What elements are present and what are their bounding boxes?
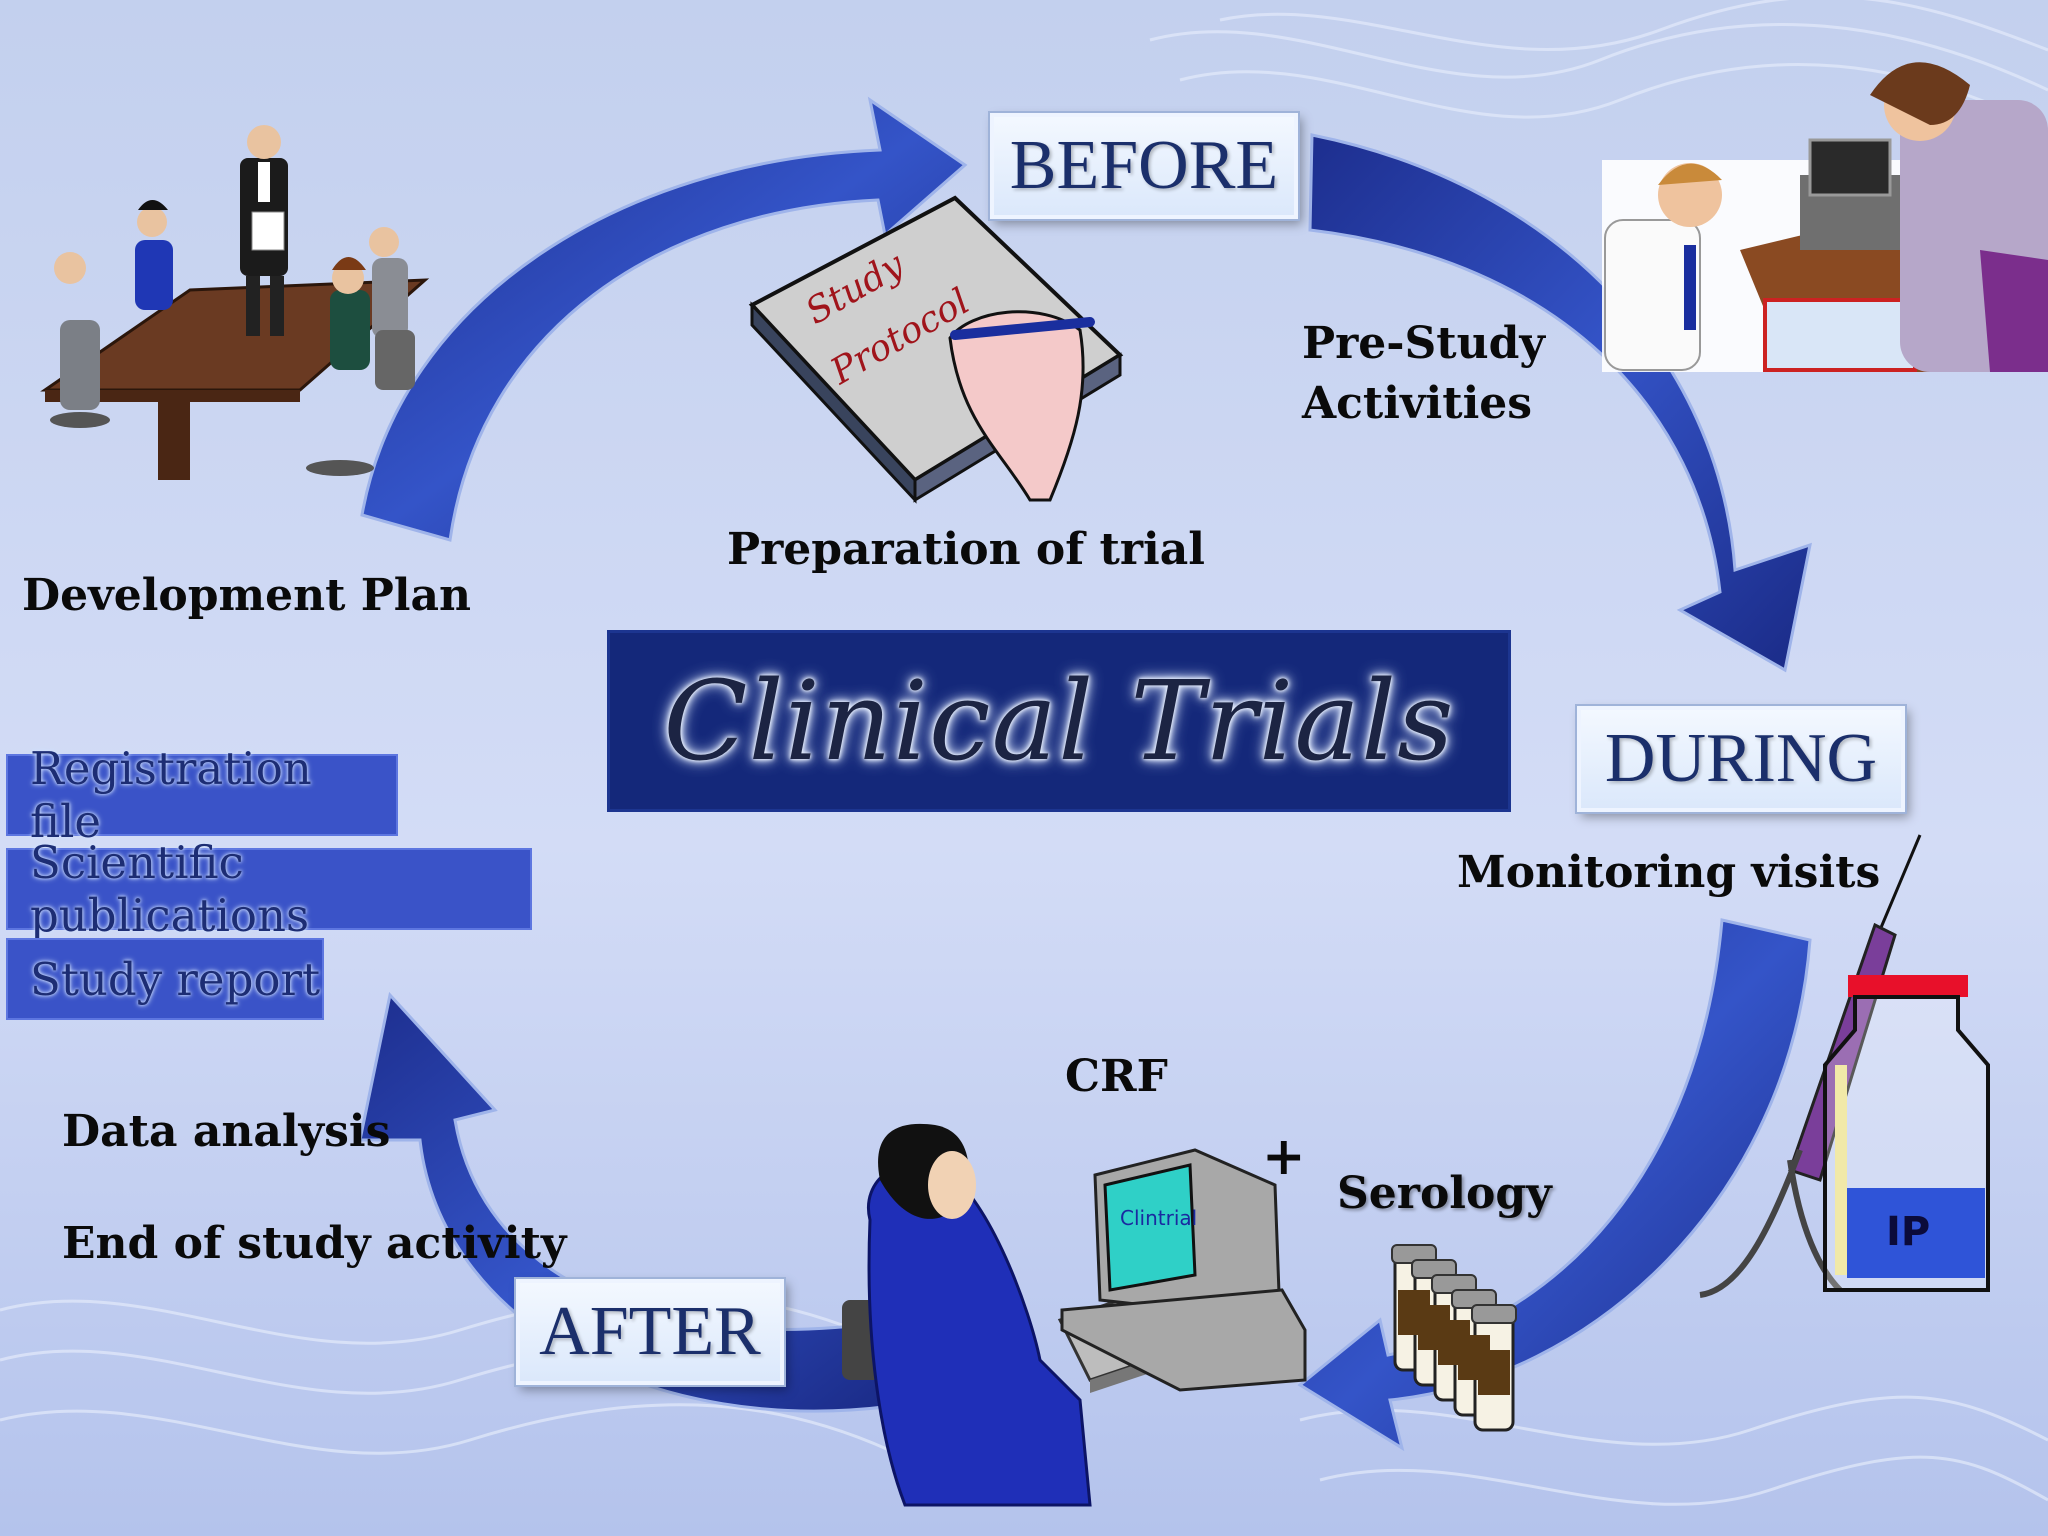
computer-user-clipart: Clintrial	[842, 1123, 1307, 1507]
output-study-report: Study report	[6, 938, 324, 1020]
arrow-before-to-during	[1308, 133, 1812, 673]
meeting-clipart	[40, 125, 430, 480]
study-protocol-clipart: Study Protocol	[748, 195, 1124, 504]
computer-screen-text: Clintrial	[1120, 1206, 1197, 1230]
label-pre-study-line2: Activities	[1302, 378, 1533, 429]
title-banner: Clinical Trials	[610, 633, 1508, 809]
label-pre-study-line1: Pre-Study	[1302, 318, 1545, 369]
title-text: Clinical Trials	[663, 657, 1455, 785]
ip-jar-label: IP	[1886, 1209, 1930, 1255]
arrow-during-to-after	[1297, 918, 1812, 1452]
output-scientific-publications: Scientific publications	[6, 836, 532, 942]
label-crf: CRF	[1065, 1051, 1168, 1102]
serology-tubes-clipart	[1391, 1244, 1517, 1432]
office-clipart	[1602, 62, 2048, 372]
label-serology: Serology	[1337, 1168, 1552, 1219]
label-development-plan: Development Plan	[22, 570, 472, 621]
label-plus: +	[1262, 1126, 1306, 1187]
label-monitoring-visits: Monitoring visits	[1457, 847, 1881, 898]
phase-before-box: BEFORE	[990, 113, 1298, 219]
arrow-plan-to-before	[360, 96, 968, 542]
output-registration-file: Registration file	[6, 742, 398, 848]
label-data-analysis: Data analysis	[62, 1106, 391, 1157]
phase-during-box: DURING	[1577, 706, 1905, 812]
investigational-product-clipart: IP	[1699, 834, 1990, 1298]
label-end-of-study: End of study activity	[62, 1218, 567, 1269]
phase-after-box: AFTER	[516, 1279, 784, 1385]
label-preparation-of-trial: Preparation of trial	[727, 524, 1205, 575]
